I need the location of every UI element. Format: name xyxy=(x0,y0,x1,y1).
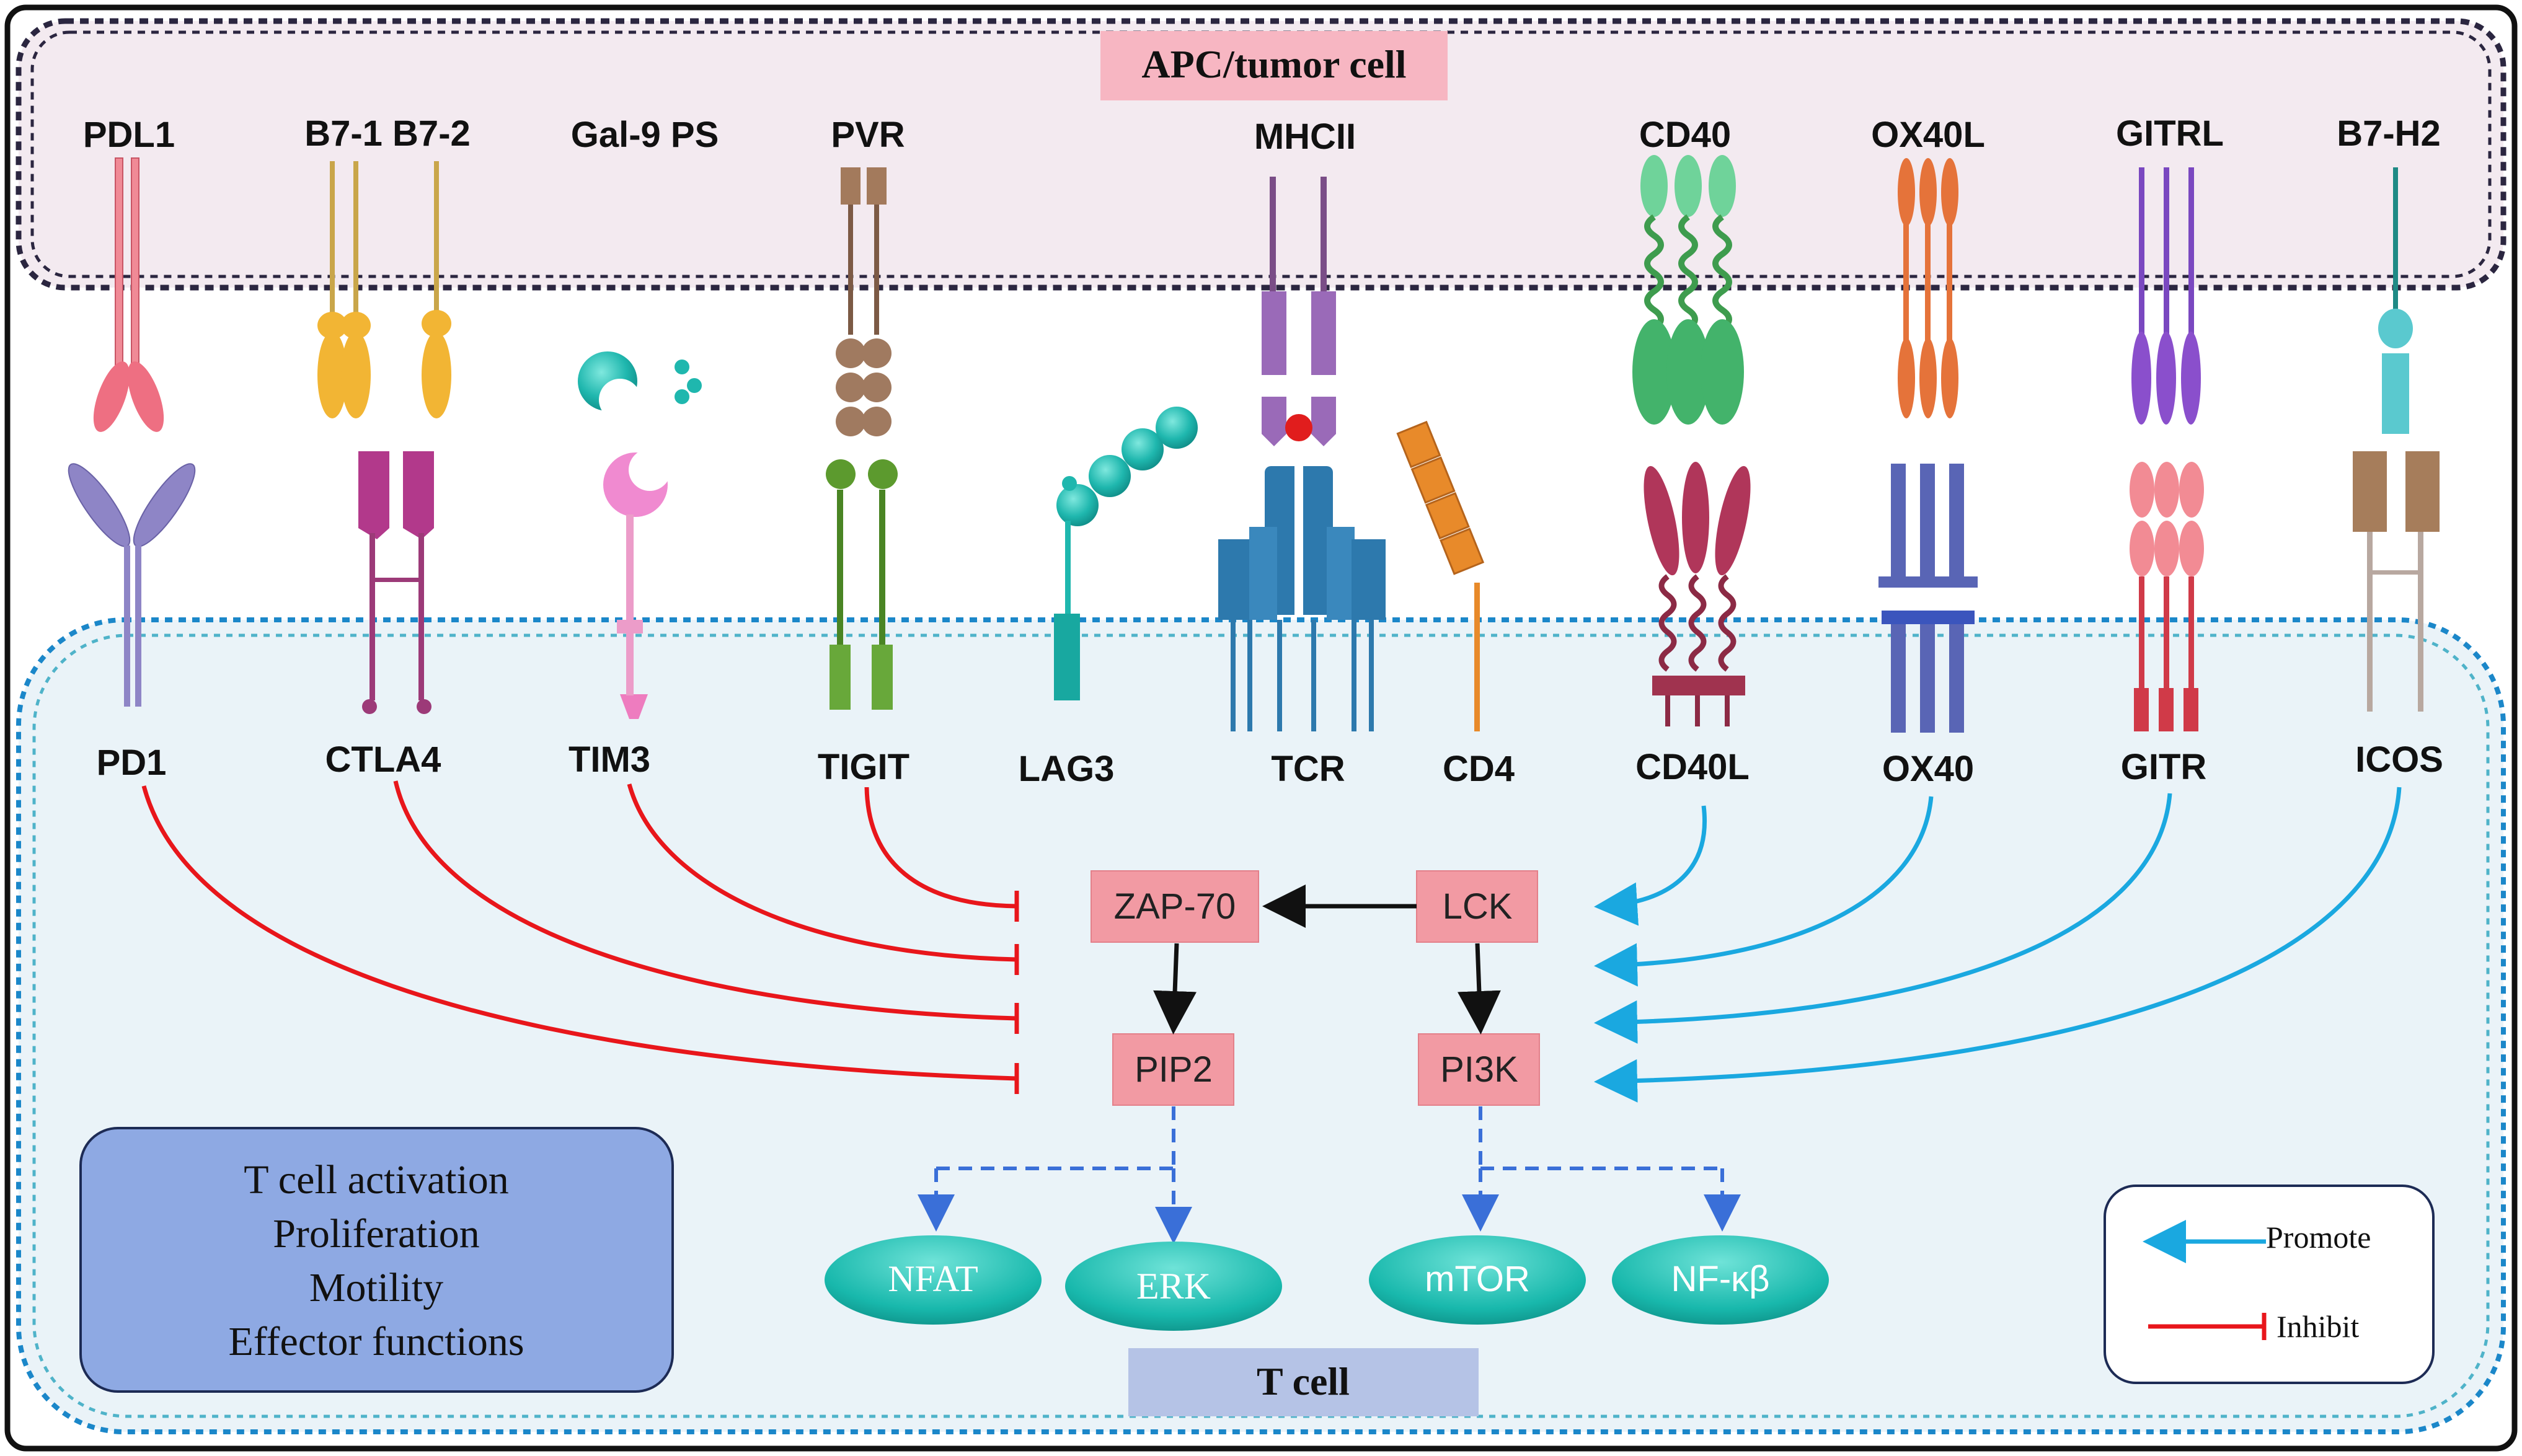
signaling-arrows xyxy=(1153,885,1501,1035)
pi3k-label: PI3K xyxy=(1440,1049,1518,1090)
apc-membrane xyxy=(15,18,2507,291)
ligand-label-ox40l: OX40L xyxy=(1871,115,1985,155)
receptor-label-tim3: TIM3 xyxy=(569,739,650,780)
cd4-molecule-icon xyxy=(1396,420,1485,731)
outcome-effector-functions: Effector functions xyxy=(228,1319,524,1364)
pdl1-molecule-icon xyxy=(93,157,164,432)
outcomes-box: T cell activation Proliferation Motility… xyxy=(79,1127,674,1393)
cd40l-promote-arrow xyxy=(1594,805,1707,926)
mhcii-molecule-icon xyxy=(1262,177,1336,446)
pvr-molecule-icon xyxy=(836,167,892,436)
lck-label: LCK xyxy=(1443,886,1513,927)
nfat-label: NFAT xyxy=(888,1258,978,1299)
apc-label: APC/tumor cell xyxy=(1141,42,1406,86)
cd40l-molecule-icon xyxy=(1644,462,1751,726)
ligand-label-pvr: PVR xyxy=(831,115,905,155)
b7-h2-molecule-icon xyxy=(2378,167,2413,434)
ox40l-molecule-icon xyxy=(1898,158,1958,418)
effector-arrows xyxy=(918,1106,1741,1244)
gitr-molecule-icon xyxy=(2130,462,2204,731)
tcell-label-box xyxy=(1128,1348,1479,1416)
ligand-label-mhcii: MHCII xyxy=(1254,117,1356,157)
receptor-label-pd1: PD1 xyxy=(97,743,167,783)
legend-inhibit-label: Inhibit xyxy=(2276,1309,2359,1344)
tim3-inhibit-arrow xyxy=(627,783,1017,962)
ox40-molecule-icon xyxy=(1878,464,1978,733)
nfkb-label: NF-κβ xyxy=(1671,1259,1770,1299)
outcome-proliferation: Proliferation xyxy=(273,1211,480,1256)
receptor-label-cd4: CD4 xyxy=(1443,749,1515,789)
receptor-label-gitr: GITR xyxy=(2121,747,2207,787)
pd1-molecule-icon xyxy=(68,463,196,707)
tcell-label: T cell xyxy=(1257,1359,1350,1403)
nfat-node: NFAT xyxy=(825,1235,1042,1325)
ligand-label-cd40: CD40 xyxy=(1639,115,1731,155)
pd1-inhibit-arrow xyxy=(141,785,1017,1081)
mtor-node: mTOR xyxy=(1369,1235,1586,1325)
ligand-label-gal9-ps: Gal-9 PS xyxy=(571,115,719,155)
ligand-label-b7-h2: B7-H2 xyxy=(2337,113,2441,154)
cd40-molecule-icon xyxy=(1632,155,1744,425)
legend-promote-label: Promote xyxy=(2266,1220,2371,1255)
zap70-label: ZAP-70 xyxy=(1114,886,1236,927)
ligand-label-gitrl: GITRL xyxy=(2116,113,2224,154)
tigit-inhibit-arrow xyxy=(864,787,1017,909)
mtor-label: mTOR xyxy=(1425,1259,1530,1299)
inhibit-arrows xyxy=(141,780,1019,1094)
ligand-label-b7: B7-1 B7-2 xyxy=(304,113,471,154)
receptor-label-tcr: TCR xyxy=(1271,749,1345,789)
icos-promote-arrow xyxy=(1594,787,2402,1103)
gal9-ps-molecule-icon xyxy=(578,351,702,421)
ligand-label-pdl1: PDL1 xyxy=(83,115,175,155)
tim3-molecule-icon xyxy=(603,449,671,719)
erk-node: ERK xyxy=(1065,1242,1282,1331)
ox40-promote-arrow xyxy=(1594,796,1934,987)
tigit-molecule-icon xyxy=(826,459,898,710)
promote-arrows xyxy=(1594,787,2402,1103)
icos-molecule-icon xyxy=(2353,451,2440,712)
lag3-molecule-icon xyxy=(1054,407,1198,700)
receptor-label-lag3: LAG3 xyxy=(1019,749,1115,789)
outcome-t-cell-activation: T cell activation xyxy=(244,1157,509,1202)
receptor-label-cd40l: CD40L xyxy=(1635,747,1750,787)
receptor-label-tigit: TIGIT xyxy=(818,747,909,787)
pip2-node: PIP2 xyxy=(1112,1033,1234,1106)
b7-2-molecule-icon xyxy=(422,161,451,418)
gitr-promote-arrow xyxy=(1594,793,2172,1044)
receptor-label-icos: ICOS xyxy=(2355,739,2443,780)
erk-label: ERK xyxy=(1136,1266,1211,1307)
zap70-node: ZAP-70 xyxy=(1091,870,1259,943)
pip2-label: PIP2 xyxy=(1135,1049,1213,1090)
ctla4-inhibit-arrow xyxy=(393,780,1017,1021)
outcome-motility: Motility xyxy=(309,1265,443,1310)
legend: Promote Inhibit xyxy=(2104,1185,2435,1384)
nfkb-node: NF-κβ xyxy=(1612,1235,1829,1325)
tcell-membrane-inner xyxy=(32,633,2490,1418)
receptor-label-ctla4: CTLA4 xyxy=(325,739,441,780)
apc-label-box xyxy=(1100,31,1448,100)
gitrl-molecule-icon xyxy=(2131,167,2201,425)
b7-1-molecule-icon xyxy=(317,161,371,418)
tcr-molecule-icon xyxy=(1218,466,1386,731)
pi3k-node: PI3K xyxy=(1418,1033,1540,1106)
ctla4-molecule-icon xyxy=(358,451,434,714)
receptor-label-ox40: OX40 xyxy=(1882,749,1974,789)
lck-node: LCK xyxy=(1416,870,1538,943)
